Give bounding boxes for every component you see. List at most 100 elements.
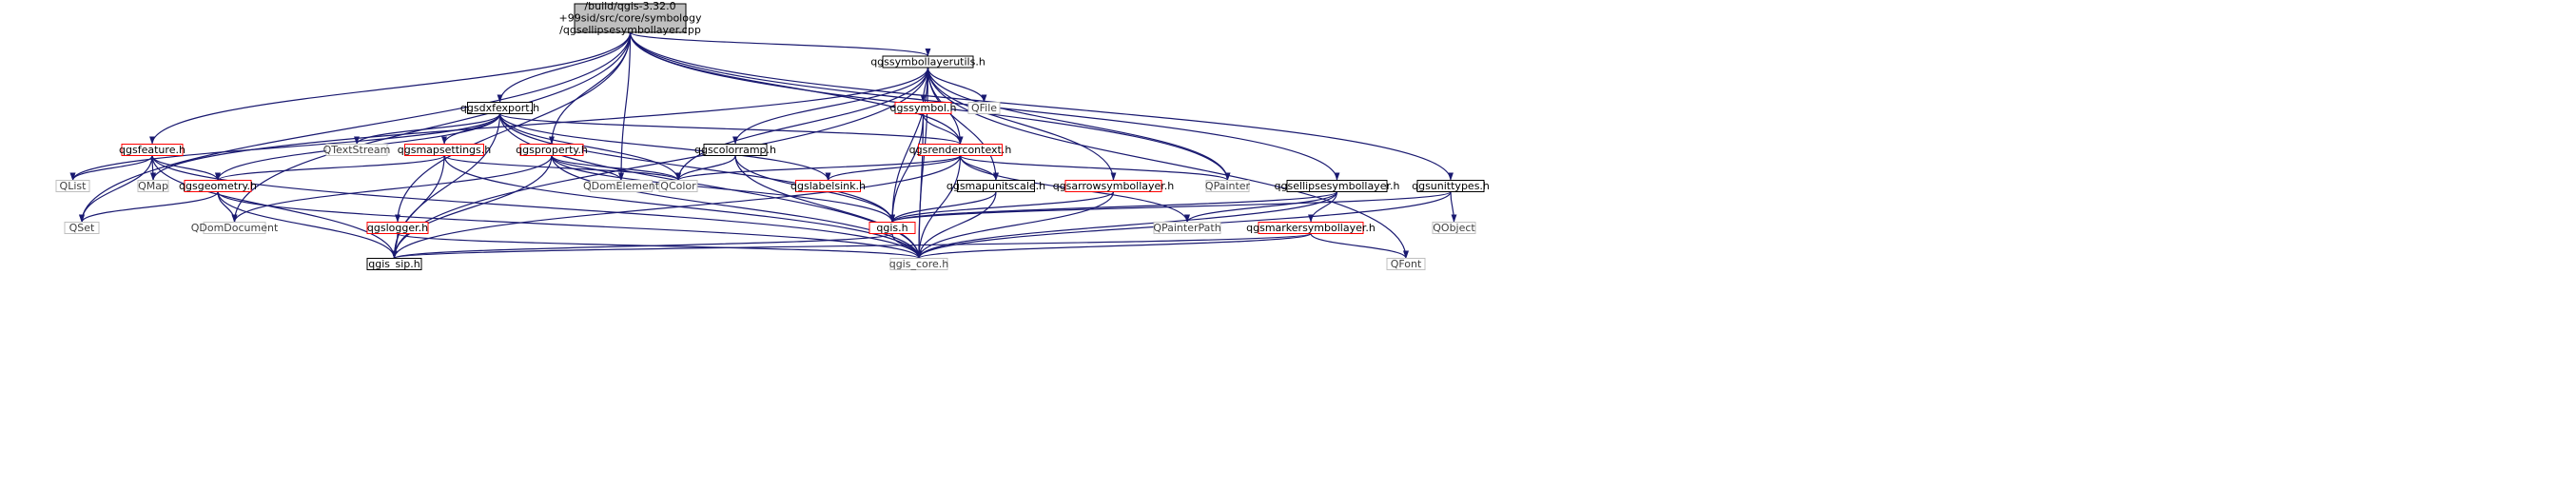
node-qgsproperty[interactable]: qgsproperty.h [516, 144, 588, 156]
node-qgsgeometry[interactable]: qgsgeometry.h [179, 180, 257, 192]
node-qgis[interactable]: qgis.h [868, 222, 916, 234]
node-root[interactable]: /build/qgis-3.32.0+99sid/src/core/symbol… [559, 0, 702, 36]
node-box-qdomelement [590, 180, 653, 192]
node-qgsrendercontext[interactable]: qgsrendercontext.h [909, 144, 1012, 156]
edge-qgssymbollayerutils-to-qgsarrowsymbollayer [927, 67, 1117, 181]
edge-qgsproperty-to-qgis [551, 155, 895, 223]
node-box-qobject [1432, 222, 1476, 234]
node-qgis_core: qgis_core.h [889, 258, 949, 270]
edge-qgis-to-qgis_sip [391, 232, 893, 260]
node-box-qdomdocument [203, 222, 266, 234]
node-box-qlist [55, 180, 90, 192]
node-qgssymbollayerutils[interactable]: qgssymbollayerutils.h [870, 55, 986, 69]
node-box-qgsfeature [121, 144, 184, 156]
node-qgsdxfexport[interactable]: qgsdxfexport.h [460, 102, 539, 114]
node-qgsarrowsymbollayer[interactable]: qgsarrowsymbollayer.h [1053, 180, 1175, 192]
node-box-qgsmarkersymbollayer [1258, 222, 1364, 234]
node-box-qgssymbollayerutils [882, 55, 974, 69]
edge-root-to-qgsunittypes [629, 31, 1454, 181]
node-qgsellipsesymbollayer[interactable]: qgsellipsesymbollayer.h [1275, 180, 1400, 192]
node-qmap: QMap [137, 180, 169, 192]
node-qgscolorramp[interactable]: qgscolorramp.h [694, 144, 776, 156]
node-qpainterpath: QPainterPath [1153, 222, 1221, 234]
node-qgis_sip[interactable]: qgis_sip.h [366, 258, 422, 270]
node-qdomdocument: QDomDocument [191, 222, 279, 234]
node-label-qgsmapunitscale: qgsmapunitscale.h [946, 180, 1045, 192]
node-label-qgsrendercontext: qgsrendercontext.h [909, 144, 1012, 156]
node-qgslogger[interactable]: qgslogger.h [366, 222, 429, 234]
edge-qgsmapunitscale-to-qgis_core [916, 191, 997, 259]
node-label-qgsmapsettings: qgsmapsettings.h [398, 144, 491, 156]
edge-qgscolorramp-to-qgis_core [734, 155, 922, 259]
node-box-qgssymbol [894, 102, 952, 114]
edge-qgsdxfexport-to-qgsmapsettings [441, 113, 501, 145]
node-box-qfont [1386, 258, 1426, 270]
edge-qgsfeature-to-qset [79, 155, 153, 223]
node-label-qgis_sip: qgis_sip.h [368, 258, 420, 270]
node-label-qgis_core: qgis_core.h [889, 258, 949, 270]
node-label-qcolor: QColor [660, 180, 696, 192]
edge-qgsunittypes-to-qgis [889, 190, 1452, 224]
node-label-qgsarrowsymbollayer: qgsarrowsymbollayer.h [1053, 180, 1175, 192]
node-label-qfont: QFont [1391, 258, 1422, 270]
node-box-qgsellipsesymbollayer [1286, 180, 1388, 192]
edge-qgsfeature-to-qgis_core [151, 155, 922, 259]
edge-qgsrendercontext-to-qpainter [959, 154, 1231, 182]
node-label-qset: QSet [69, 222, 95, 234]
node-qgsmapunitscale[interactable]: qgsmapunitscale.h [946, 180, 1045, 192]
edge-qgsfeature-to-qgis_sip [151, 155, 398, 259]
edge-root-to-qdomelement [618, 31, 632, 181]
edge-qgsrendercontext-to-qcolor [675, 154, 962, 182]
node-qgsfeature[interactable]: qgsfeature.h [119, 144, 185, 156]
node-qgslabelsink[interactable]: qgslabelsink.h [790, 180, 866, 192]
node-label-qgis: qgis.h [876, 222, 907, 234]
node-layer: /build/qgis-3.32.0+99sid/src/core/symbol… [55, 0, 1490, 270]
node-qgsmarkersymbollayer[interactable]: qgsmarkersymbollayer.h [1246, 222, 1376, 234]
node-qgssymbol[interactable]: qgssymbol.h [890, 102, 957, 114]
edge-qgsmapsettings-to-qcolor [443, 154, 681, 182]
node-box-qgsarrowsymbollayer [1064, 180, 1162, 192]
node-box-qgsmapsettings [404, 144, 484, 156]
node-qgsunittypes[interactable]: qgsunittypes.h [1412, 180, 1490, 192]
node-label-qmap: QMap [138, 180, 168, 192]
node-box-qgis_sip [366, 258, 422, 270]
node-qlist: QList [55, 180, 90, 192]
node-qgsmapsettings[interactable]: qgsmapsettings.h [398, 144, 491, 156]
edge-qgsarrowsymbollayer-to-qgis [889, 190, 1115, 224]
node-box-qset [64, 222, 100, 234]
node-box-qgis [868, 222, 916, 234]
edge-root-to-qgslogger [395, 31, 632, 223]
edge-qgsrendercontext-to-qgis_sip [391, 155, 962, 259]
node-box-qgslabelsink [795, 180, 861, 192]
edge-qgssymbollayerutils-to-qfile [927, 67, 987, 103]
edge-qgssymbol-to-qgis_core [916, 113, 925, 259]
node-box-root [574, 3, 687, 33]
node-label-qobject: QObject [1433, 222, 1475, 234]
edge-qgsarrowsymbollayer-to-qgis_core [916, 191, 1115, 259]
edge-qgsdxfexport-to-qgsrendercontext [498, 112, 964, 146]
edge-qgsellipsesymbollayer-to-qpainterpath [1184, 191, 1338, 223]
edge-root-to-qdomdocument [231, 31, 632, 223]
node-box-qgsmapunitscale [957, 180, 1035, 192]
edge-root-to-qset [79, 31, 632, 223]
node-label-qgsgeometry: qgsgeometry.h [179, 180, 257, 192]
node-label-qgsdxfexport: qgsdxfexport.h [460, 102, 539, 114]
edge-qgsellipsesymbollayer-to-qgis [889, 190, 1338, 224]
edge-qgssymbollayerutils-to-qgscolorramp [732, 67, 929, 145]
edge-qgsproperty-to-qgis_sip [391, 155, 553, 259]
node-box-qgsunittypes [1416, 180, 1485, 192]
node-label-qgsunittypes: qgsunittypes.h [1412, 180, 1490, 192]
edge-qgsmapsettings-to-qgis_sip [391, 155, 445, 259]
edge-qgsproperty-to-qcolor [551, 154, 681, 182]
node-label-qgssymbollayerutils: qgssymbollayerutils.h [870, 56, 986, 69]
edge-root-to-qgsdxfexport [497, 31, 632, 103]
edge-qgsproperty-to-qdomdocument [231, 155, 553, 223]
node-label-qgssymbol: qgssymbol.h [890, 102, 957, 114]
node-label-qgsmarkersymbollayer: qgsmarkersymbollayer.h [1246, 222, 1376, 234]
node-label-qlist: QList [60, 180, 88, 192]
node-qset: QSet [64, 222, 100, 234]
node-label-qgsellipsesymbollayer: qgsellipsesymbollayer.h [1275, 180, 1400, 192]
node-label-root: /build/qgis-3.32.0+99sid/src/core/symbol… [559, 0, 702, 36]
edge-qgsdxfexport-to-qgis [498, 113, 895, 223]
